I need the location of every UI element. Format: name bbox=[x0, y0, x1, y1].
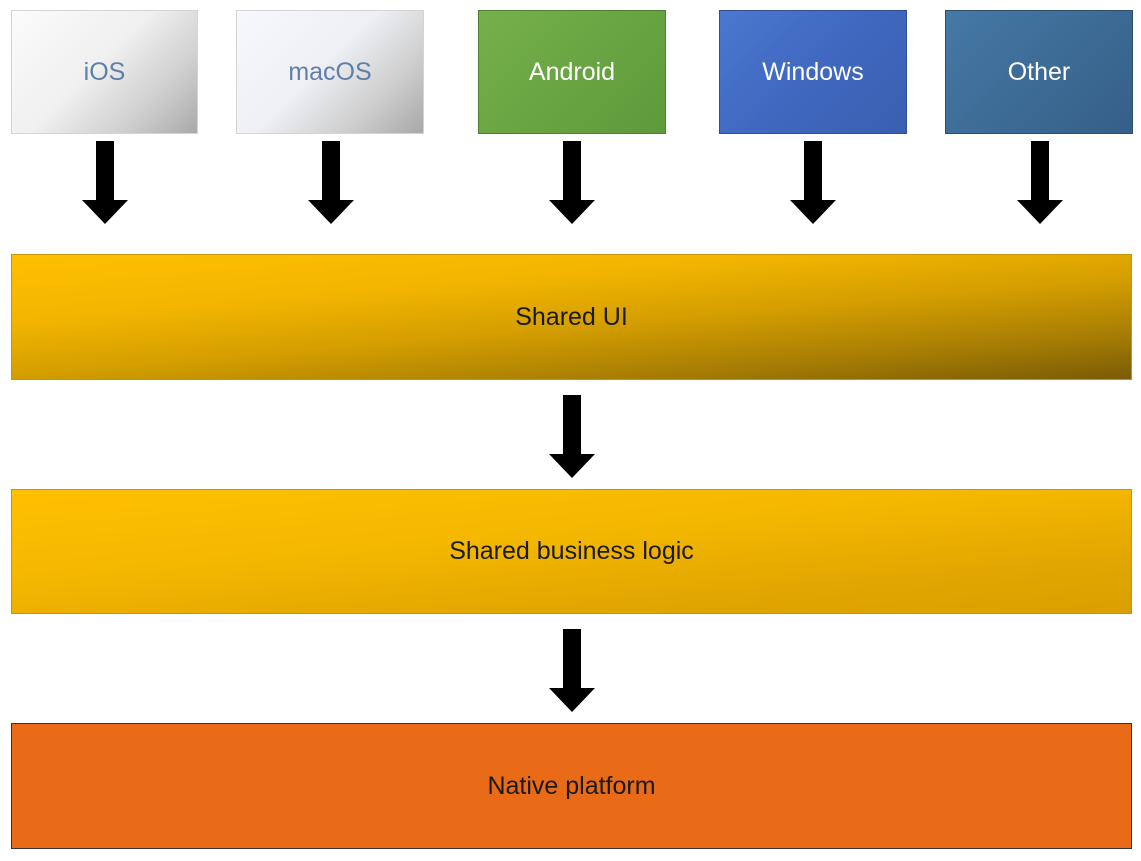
down-arrow-icon bbox=[1017, 141, 1063, 224]
down-arrow-icon bbox=[308, 141, 354, 224]
platform-box-android: Android bbox=[478, 10, 666, 134]
down-arrow-icon bbox=[549, 141, 595, 224]
platform-box-windows: Windows bbox=[719, 10, 907, 134]
shared-business-logic-layer: Shared business logic bbox=[11, 489, 1132, 614]
platform-label-other: Other bbox=[1007, 57, 1071, 86]
platform-box-other: Other bbox=[945, 10, 1133, 134]
native-platform-label: Native platform bbox=[487, 771, 656, 800]
platform-label-android: Android bbox=[528, 57, 616, 86]
platform-box-ios: iOS bbox=[11, 10, 198, 134]
down-arrow-icon bbox=[549, 629, 595, 712]
shared-ui-label: Shared UI bbox=[515, 302, 628, 331]
shared-business-logic-label: Shared business logic bbox=[449, 537, 694, 565]
down-arrow-icon bbox=[790, 141, 836, 224]
shared-ui-layer: Shared UI bbox=[11, 254, 1132, 380]
platform-label-ios: iOS bbox=[83, 57, 126, 86]
platform-label-windows: Windows bbox=[762, 57, 864, 86]
down-arrow-icon bbox=[549, 395, 595, 478]
platform-label-macos: macOS bbox=[288, 57, 372, 86]
platform-box-macos: macOS bbox=[236, 10, 424, 134]
native-platform-layer: Native platform bbox=[11, 723, 1132, 849]
down-arrow-icon bbox=[82, 141, 128, 224]
